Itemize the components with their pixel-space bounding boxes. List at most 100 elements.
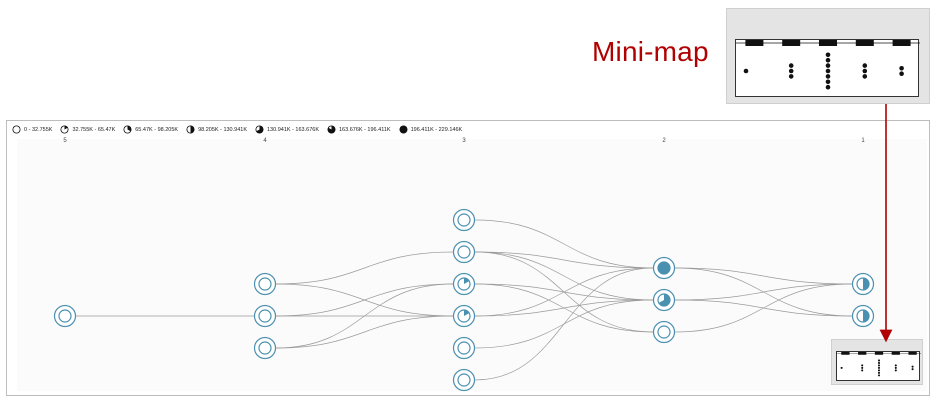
pie-fill-icon: [255, 125, 264, 134]
minimap-column-bar: [874, 352, 884, 355]
graph-edge: [474, 251, 654, 269]
graph-edge: [474, 299, 654, 317]
graph-node[interactable]: [452, 368, 476, 392]
minimap-node-dot: [825, 79, 831, 85]
minimap-node-dot: [894, 369, 897, 372]
minimap-node-dot: [825, 84, 831, 90]
minimap-node-dot: [911, 368, 914, 371]
minimap-node-dot: [840, 366, 843, 369]
graph-node[interactable]: [851, 304, 875, 328]
minimap-node-dot: [877, 359, 881, 362]
legend-label: 32.755K - 65.47K: [72, 126, 116, 133]
graph-node[interactable]: [253, 272, 277, 296]
legend-label: 98.205K - 130.941K: [198, 126, 247, 133]
column-label: 1: [861, 138, 865, 144]
minimap-node-dot: [899, 66, 904, 71]
minimap-node-dot: [894, 364, 897, 367]
graph-node[interactable]: [452, 272, 476, 296]
minimap-column-bar: [841, 352, 850, 355]
minimap-node-dot: [825, 68, 831, 74]
minimap-node-dot: [743, 68, 749, 74]
minimap-node-dot: [861, 369, 864, 372]
minimap-node-dot: [911, 365, 914, 368]
minimap-node-dot: [861, 366, 864, 369]
minimap-node-dot: [862, 68, 868, 74]
legend-label: 130.941K - 163.676K: [267, 126, 319, 133]
column-label: 3: [462, 138, 466, 144]
pie-fill-icon: [12, 125, 21, 134]
graph-edge: [275, 315, 454, 349]
graph-edge: [474, 267, 654, 317]
minimap-column-bar: [908, 352, 917, 355]
minimap-node-dot: [862, 63, 868, 68]
graph-edge: [674, 283, 853, 301]
minimap-column-bar: [855, 40, 874, 46]
minimap-node-dot: [861, 364, 864, 367]
graph-node[interactable]: [652, 288, 676, 312]
graph-edge: [474, 267, 654, 381]
minimap-node-dot: [894, 366, 897, 369]
minimap-node-dot: [877, 364, 881, 367]
minimap-node-dot: [877, 361, 881, 365]
graph-node[interactable]: [652, 320, 676, 344]
graph-node[interactable]: [851, 272, 875, 296]
minimap-enlarged: [726, 8, 930, 104]
pie-fill-icon: [60, 125, 69, 134]
minimap-node-dot: [877, 366, 881, 369]
minimap-node-dot: [825, 52, 831, 58]
legend: 0 - 32.755K 32.755K - 65.47K 65.47K - 98.2…: [12, 125, 462, 134]
pie-fill-icon: [327, 125, 336, 134]
graph-node[interactable]: [452, 208, 476, 232]
minimap-viewport[interactable]: [836, 351, 921, 381]
column-label: 4: [263, 138, 267, 144]
pie-fill-icon: [186, 125, 195, 134]
graph-node[interactable]: [253, 304, 277, 328]
minimap-column-bar: [819, 40, 837, 46]
graph-panel: 0 - 32.755K 32.755K - 65.47K 65.47K - 98.2…: [6, 120, 930, 396]
graph-node[interactable]: [452, 304, 476, 328]
column-label: 2: [662, 138, 666, 144]
graph-edge: [474, 251, 654, 301]
legend-item: 0 - 32.755K: [12, 125, 52, 134]
flow-graph: [53, 208, 875, 392]
minimap-node-dot: [825, 63, 831, 68]
minimap-column-bar: [745, 40, 764, 46]
minimap-column-bar: [858, 352, 867, 355]
graph-edge: [674, 283, 853, 333]
minimap-graphic: [837, 352, 921, 377]
graph-node[interactable]: [652, 256, 676, 280]
minimap-node-dot: [877, 369, 881, 372]
legend-item: 32.755K - 65.47K: [60, 125, 115, 134]
graph-edge: [275, 251, 454, 285]
graph-node[interactable]: [53, 304, 77, 328]
column-label: 5: [63, 138, 67, 144]
legend-label: 196.411K - 229.146K: [410, 126, 463, 133]
graph-edge: [275, 283, 454, 317]
minimap-node-dot: [825, 57, 831, 63]
minimap-node-dot: [788, 63, 794, 68]
graph-edge: [474, 219, 654, 269]
graph-edge: [674, 267, 853, 285]
minimap-column-bar: [891, 352, 900, 355]
minimap-enlarged-viewport: [735, 39, 920, 97]
legend-item: 196.411K - 229.146K: [399, 125, 463, 134]
graph-node[interactable]: [452, 336, 476, 360]
minimap[interactable]: [831, 339, 923, 385]
legend-item: 98.205K - 130.941K: [186, 125, 247, 134]
legend-label: 65.47K - 98.205K: [135, 126, 179, 133]
minimap-node-dot: [825, 74, 831, 79]
minimap-node-dot: [788, 74, 794, 79]
pie-fill-icon: [399, 125, 408, 134]
minimap-callout-title: Mini-map: [592, 36, 709, 67]
legend-item: 65.47K - 98.205K: [123, 125, 178, 134]
graph-node[interactable]: [452, 240, 476, 264]
legend-label: 163.676K - 196.411K: [339, 126, 391, 133]
minimap-node-dot: [862, 74, 868, 79]
minimap-node-dot: [877, 374, 881, 377]
legend-item: 130.941K - 163.676K: [255, 125, 319, 134]
minimap-enlarged-graphic: [736, 40, 920, 90]
minimap-column-bar: [892, 40, 911, 46]
graph-node[interactable]: [253, 336, 277, 360]
minimap-node-dot: [788, 68, 794, 74]
minimap-node-dot: [877, 371, 881, 374]
